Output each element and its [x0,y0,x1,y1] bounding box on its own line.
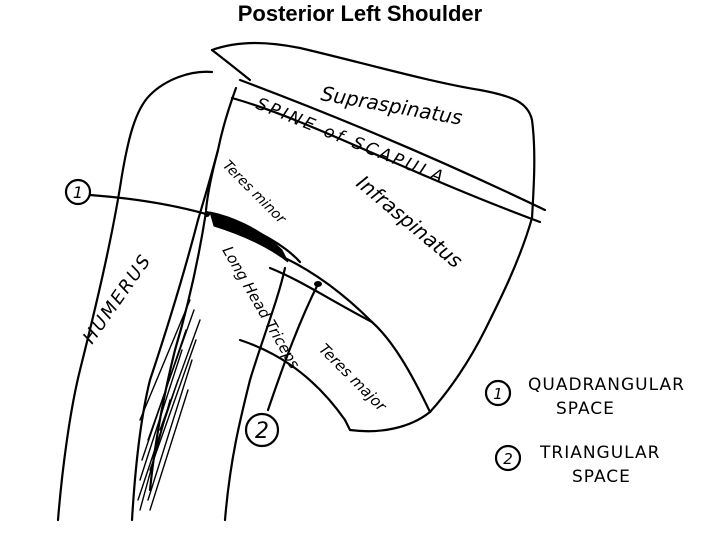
marker-1-dot [204,211,210,217]
legend-1-line2: SPACE [556,399,615,419]
marker-1-leader [88,193,208,216]
teres-minor-upper [204,148,220,212]
page-title: Posterior Left Shoulder [237,1,483,26]
marker-2-number: 2 [255,419,269,444]
legend-2-number: 2 [503,450,513,468]
legend-2-circle [494,444,522,472]
legend-2-line2: SPACE [572,467,631,487]
spine-upper-line [238,78,547,212]
label-humerus: HUMERUS [79,250,156,348]
teres-minor-shading [209,211,289,263]
marker-2-leader [266,282,320,412]
triceps-hatching [137,299,201,511]
marker-2-dot [314,281,322,287]
marker-1-circle [64,178,92,206]
teres-major-upper [268,266,432,414]
triceps-border-right [223,266,287,522]
teres-major-lower [238,338,347,422]
marker-2-circle [244,412,280,448]
label-supraspinatus: Supraspinatus [319,81,464,129]
legend-2-line1: TRIANGULAR [539,443,660,463]
label-teres-major: Teres major [315,340,390,415]
label-long-head-triceps: Long Head Triceps [219,243,304,372]
legend-1-line1: QUADRANGULAR [528,375,685,395]
supraspinatus-border [210,48,252,82]
humerus-inner-line [130,86,238,522]
spine-lower-line [230,96,542,224]
scapula-outline [210,41,536,433]
infraspinatus-lower [283,256,374,324]
legend: 1 QUADRANGULAR SPACE 2 TRIANGULAR SPACE [484,375,685,487]
legend-1-number: 1 [493,385,503,403]
marker-1-number: 1 [73,183,83,202]
legend-1-circle [484,379,512,407]
humerus-outline [56,70,214,522]
